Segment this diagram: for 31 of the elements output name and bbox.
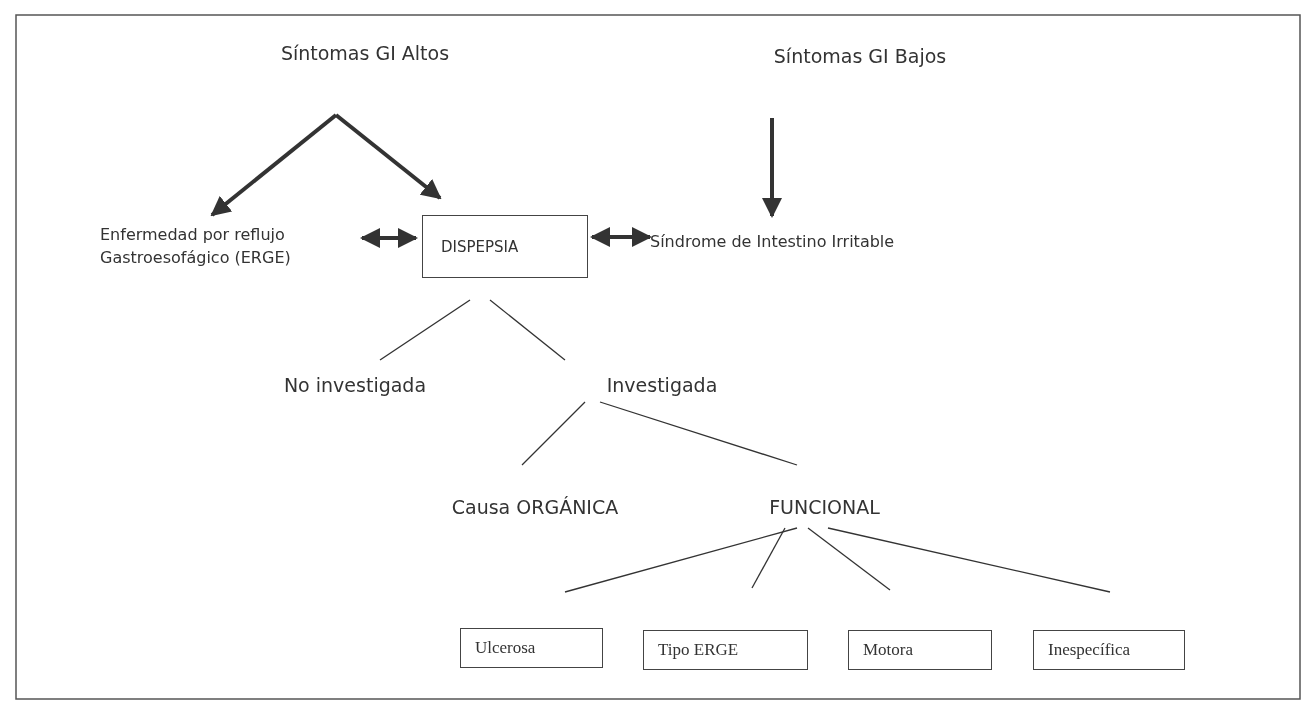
category-box xyxy=(422,215,588,278)
category-label: Síntomas GI Bajos xyxy=(773,45,947,67)
category-box xyxy=(460,628,603,668)
category-label: FUNCIONAL xyxy=(769,496,880,518)
box-label: DISPEPSIA xyxy=(441,237,519,256)
category-box xyxy=(1033,630,1185,670)
category-label: Síndrome de Intestino Irritable xyxy=(650,231,895,251)
arrow xyxy=(334,113,442,200)
box-label: Ulcerosa xyxy=(475,638,536,658)
arrow xyxy=(210,113,338,217)
category-box xyxy=(848,630,992,670)
connector-line xyxy=(564,527,798,593)
box-label: Motora xyxy=(863,640,914,660)
connector-line xyxy=(379,299,471,361)
box-label: Tipo ERGE xyxy=(658,640,739,660)
connector-line xyxy=(807,527,891,591)
connector-line xyxy=(489,299,566,361)
connector-line xyxy=(599,401,798,466)
category-label: Enfermedad por reflujo Gastroesofágico (ERGE) xyxy=(100,223,292,269)
arrow xyxy=(762,118,782,218)
connector-line xyxy=(521,401,586,466)
box-label: Inespecífica xyxy=(1048,640,1131,660)
category-box xyxy=(643,630,808,670)
connector-line xyxy=(751,527,786,589)
category-label: No investigada xyxy=(283,374,427,396)
connector-line xyxy=(827,527,1111,593)
arrow xyxy=(360,228,418,248)
arrow xyxy=(590,227,652,247)
category-label: Investigada xyxy=(606,374,718,396)
category-label: Síntomas GI Altos xyxy=(280,42,450,64)
category-label: Causa ORGÁNICA xyxy=(451,496,619,518)
